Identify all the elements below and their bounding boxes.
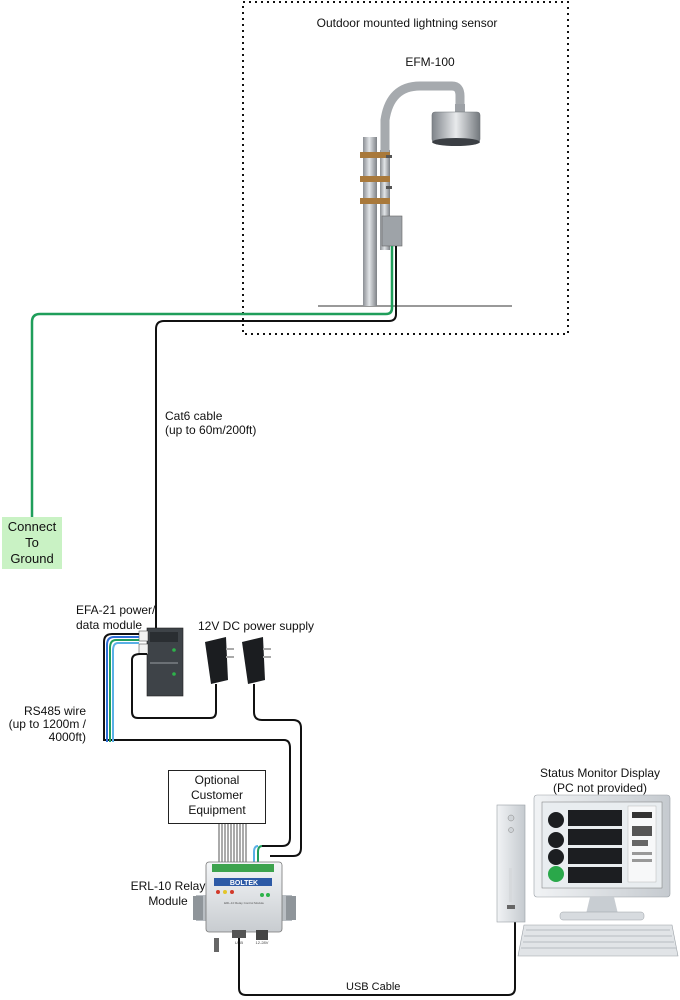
power-adapters	[205, 637, 271, 684]
efm-100-sensor	[431, 104, 481, 146]
efa-21-label: EFA-21 power/ data module	[76, 603, 155, 633]
ground-label-line2: To	[25, 535, 39, 550]
usb-cable-label: USB Cable	[346, 981, 401, 993]
erl-label-line1: ERL-10 Relay	[130, 879, 206, 893]
power-supply-label: 12V DC power supply	[198, 619, 315, 633]
rs485-label-line1: RS485 wire	[23, 704, 86, 718]
optional-label-line1: Optional	[194, 773, 240, 787]
efa-power-cable	[131, 653, 217, 719]
rs485-wire	[103, 633, 291, 862]
erl-power-cable	[253, 684, 302, 857]
ground-label-line3: Ground	[10, 551, 54, 566]
pc-tower	[496, 804, 526, 923]
cat6-label-line1: Cat6 cable	[165, 409, 223, 423]
rs485-label-line2: (up to 1200m /	[8, 717, 86, 731]
outdoor-area-title: Outdoor mounted lightning sensor	[316, 16, 498, 30]
erl-port-power-label: 12-28V	[256, 940, 269, 945]
usb-cable	[238, 900, 516, 996]
sensor-model-label: EFM-100	[405, 55, 455, 69]
rs485-label-line3: 4000ft)	[48, 730, 86, 744]
erl-model-plate: ERL-10 Relay Control Module	[224, 901, 264, 905]
sensor-pole	[360, 81, 465, 306]
ground-wire	[30, 246, 394, 517]
erl-label-line2: Module	[148, 894, 188, 908]
efa-21-module	[138, 627, 184, 697]
status-monitor	[533, 794, 671, 921]
status-monitor-label: Status Monitor Display (PC not provided)	[522, 766, 678, 796]
rs485-wire-label: RS485 wire (up to 1200m / 4000ft)	[2, 705, 86, 744]
optional-label-line2: Customer	[190, 788, 243, 802]
ground-label-line1: Connect	[7, 519, 57, 534]
monitor-label-line2: (PC not provided)	[552, 781, 648, 795]
keyboard	[517, 924, 679, 957]
connect-to-ground-box: Connect To Ground	[2, 517, 62, 569]
cat6-label-line2: (up to 60m/200ft)	[165, 423, 257, 437]
efa-label-line1: EFA-21 power/	[76, 603, 156, 617]
relay-output-wires	[218, 824, 247, 862]
erl-10-label: ERL-10 Relay Module	[118, 879, 218, 909]
monitor-label-line1: Status Monitor Display	[539, 766, 661, 780]
cat6-cable	[155, 246, 397, 632]
efa-label-line2: data module	[76, 618, 143, 632]
junction-box	[381, 215, 403, 247]
erl-10-relay-module	[193, 861, 296, 952]
cat6-cable-label: Cat6 cable (up to 60m/200ft)	[165, 409, 256, 437]
optional-label-line3: Equipment	[188, 803, 246, 817]
erl-brand-logo: BOLTEK	[230, 880, 258, 887]
optional-customer-equipment-box: Optional Customer Equipment	[168, 770, 266, 824]
outdoor-area-boundary	[242, 1, 569, 335]
